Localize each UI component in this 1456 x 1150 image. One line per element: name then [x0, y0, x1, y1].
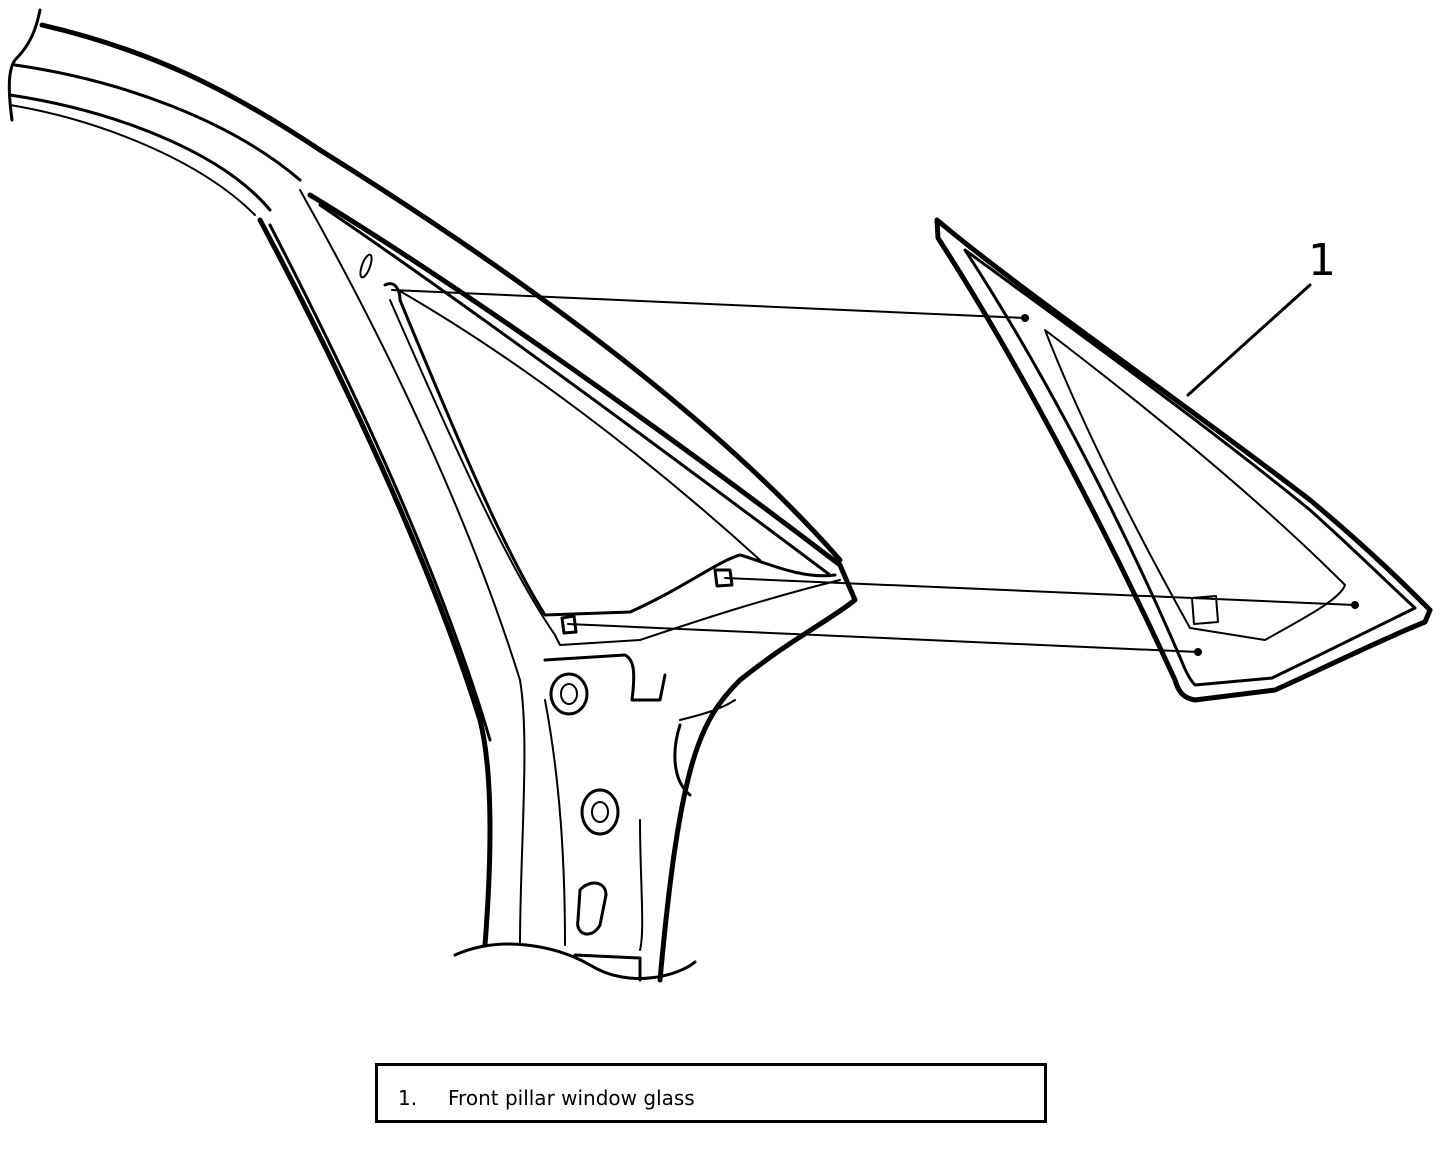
legend-item-label: Front pillar window glass [448, 1086, 695, 1110]
callout-1: 1 [1186, 235, 1336, 397]
glass-mount-point [1194, 648, 1202, 656]
callout-number: 1 [1308, 235, 1336, 286]
callout-leader-line [1186, 283, 1312, 397]
front-pillar-body [7, 8, 858, 983]
legend-box: 1. Front pillar window glass [375, 1063, 1047, 1123]
glass-mount-point [1021, 314, 1029, 322]
legend-item-number: 1. [398, 1086, 418, 1110]
glass-mount-point [1351, 601, 1359, 609]
front-pillar-window-glass [934, 217, 1433, 703]
installation-guide-lines [391, 289, 1359, 656]
